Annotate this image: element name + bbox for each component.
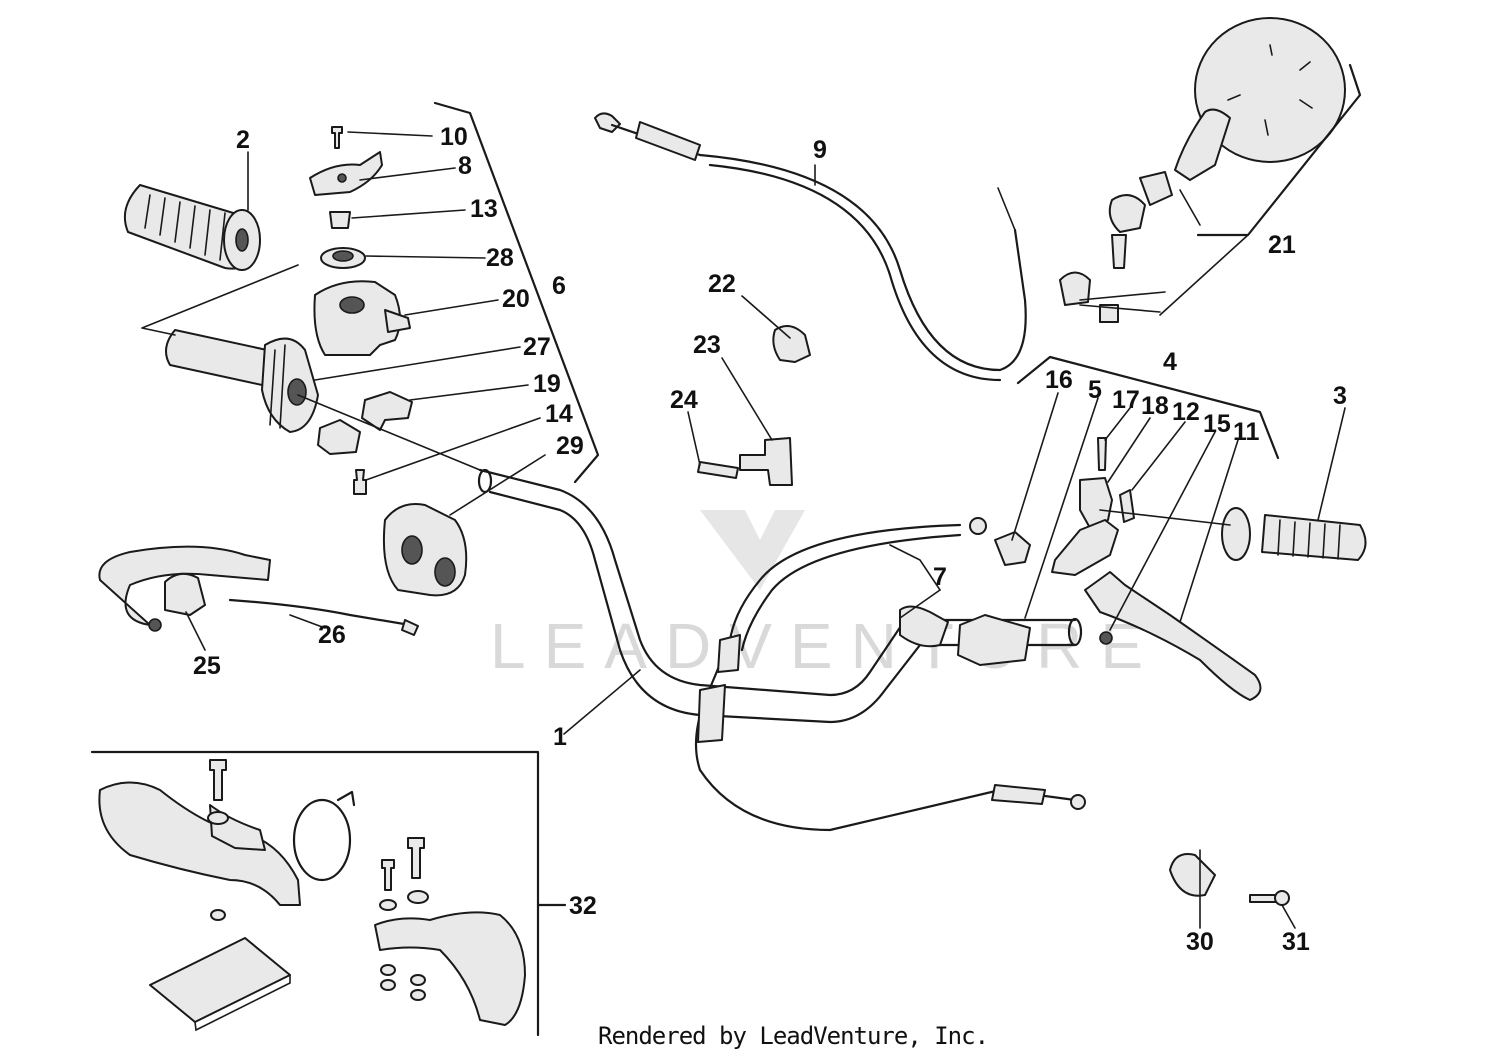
callout-5: 5 [1088, 376, 1102, 404]
callout-2: 2 [236, 126, 250, 154]
callout-6: 6 [552, 272, 566, 300]
callout-31: 31 [1282, 928, 1310, 956]
handguard-kit [90, 750, 567, 1037]
render-credit: Rendered by LeadVenture, Inc. [598, 1022, 989, 1050]
handlebar [477, 468, 1083, 724]
small-hardware [1169, 853, 1290, 906]
watermark: LEADVENTURE [490, 510, 1143, 682]
callout-16: 16 [1045, 366, 1073, 394]
callout-13: 13 [470, 195, 498, 223]
callout-23: 23 [693, 331, 721, 359]
callout-17: 17 [1112, 386, 1140, 414]
callout-8: 8 [458, 152, 472, 180]
callout-20: 20 [502, 285, 530, 313]
callout-3: 3 [1333, 382, 1347, 410]
cable-clip-parts [697, 325, 811, 486]
callout-22: 22 [708, 270, 736, 298]
callout-27: 27 [523, 333, 551, 361]
clutch-cable [694, 517, 1086, 832]
switch-wiring [98, 545, 419, 636]
callout-15: 15 [1203, 410, 1231, 438]
mirror [1059, 17, 1346, 323]
callout-7: 7 [933, 563, 947, 591]
callout-25: 25 [193, 652, 221, 680]
callout-29: 29 [556, 432, 584, 460]
callout-30: 30 [1186, 928, 1214, 956]
choke-cable [594, 112, 1027, 382]
callout-12: 12 [1172, 398, 1200, 426]
callout-24: 24 [670, 386, 698, 414]
callout-28: 28 [486, 244, 514, 272]
throttle-assembly [165, 126, 468, 597]
callout-11: 11 [1233, 418, 1260, 446]
callout-26: 26 [318, 621, 346, 649]
callout-1: 1 [553, 723, 567, 751]
leader-lines [141, 63, 1362, 929]
callout-32: 32 [569, 892, 597, 920]
callout-labels: 1 2 3 4 5 6 7 8 9 10 11 12 13 14 15 16 1… [193, 123, 1347, 956]
callout-19: 19 [533, 370, 561, 398]
callout-18: 18 [1141, 392, 1169, 420]
callout-21: 21 [1268, 231, 1296, 259]
callout-9: 9 [813, 136, 827, 164]
callout-14: 14 [545, 400, 573, 428]
callout-4: 4 [1163, 348, 1177, 376]
lever-assembly [899, 437, 1367, 701]
callout-10: 10 [440, 123, 468, 151]
left-grip [124, 184, 261, 271]
watermark-logo-icon [700, 510, 805, 590]
